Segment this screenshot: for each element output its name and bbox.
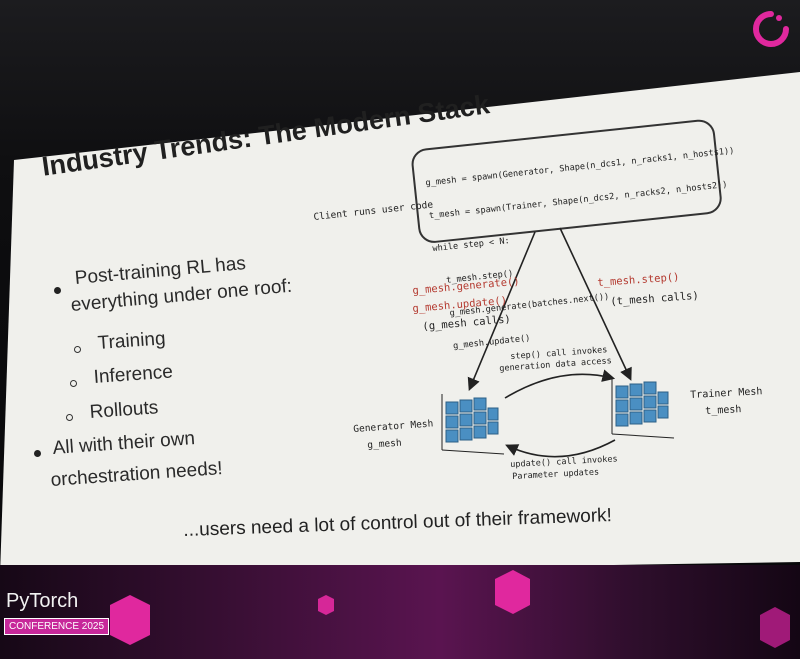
sub-bullet-ring-icon — [70, 380, 77, 387]
pytorch-logo: PyTorch — [6, 590, 79, 612]
sub-bullet-ring-icon — [74, 346, 81, 353]
sub-bullet-ring-icon — [66, 414, 73, 421]
conference-badge: CONFERENCE 2025 — [4, 618, 110, 635]
stage-cubes-decoration — [110, 570, 790, 648]
trainer-mesh-var: t_mesh — [705, 404, 742, 417]
trainer-mesh-icon — [611, 378, 675, 439]
generator-mesh-icon — [441, 394, 505, 455]
bullet-dot-icon — [34, 450, 41, 457]
conference-corner-logo-icon — [753, 11, 789, 47]
bullet-dot-icon — [54, 287, 61, 294]
